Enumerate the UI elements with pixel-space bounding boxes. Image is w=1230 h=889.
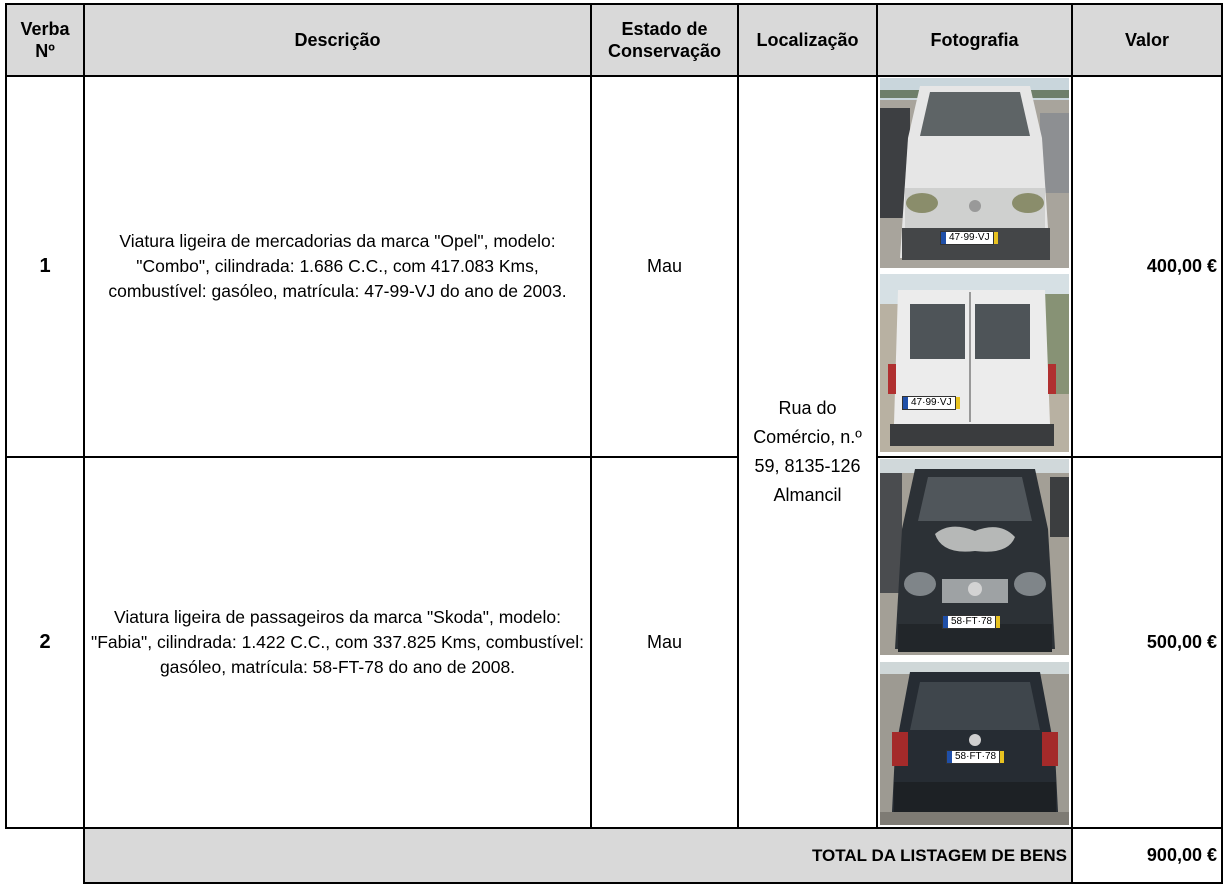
license-plate: 47·99·VJ: [902, 396, 960, 410]
header-valor: Valor: [1071, 3, 1223, 77]
verba-number: 2: [5, 456, 85, 829]
header-localizacao: Localização: [737, 3, 878, 77]
header-verba: Verba Nº: [5, 3, 85, 77]
item-description: Viatura ligeira de mercadorias da marca …: [83, 75, 592, 458]
vehicle-rear-photo: 58·FT·78: [880, 662, 1069, 825]
license-plate: 58·FT·78: [942, 615, 1001, 629]
opel-rear-image: [880, 274, 1069, 452]
item-value: 500,00 €: [1071, 456, 1223, 829]
table-row: 2 Viatura ligeira de passageiros da marc…: [5, 456, 1223, 829]
vehicle-front-photo: 58·FT·78: [880, 459, 1069, 655]
asset-listing-table: Verba Nº Descrição Estado de Conservação…: [5, 3, 1223, 884]
vehicle-rear-photo: 47·99·VJ: [880, 274, 1069, 452]
header-row: Verba Nº Descrição Estado de Conservação…: [5, 3, 1223, 77]
license-plate: 58·FT·78: [946, 750, 1005, 764]
total-row: TOTAL DA LISTAGEM DE BENS 900,00 €: [6, 827, 1223, 884]
photo-cell: 47·99·VJ 47·99·VJ: [876, 75, 1073, 458]
item-value: 400,00 €: [1071, 75, 1223, 458]
item-description: Viatura ligeira de passageiros da marca …: [83, 456, 592, 829]
verba-number: 1: [5, 75, 85, 458]
license-plate: 47·99·VJ: [940, 231, 998, 245]
header-descricao: Descrição: [83, 3, 592, 77]
vehicle-front-photo: 47·99·VJ: [880, 78, 1069, 268]
total-value: 900,00 €: [1071, 827, 1223, 884]
header-fotografia: Fotografia: [876, 3, 1073, 77]
header-estado: Estado de Conservação: [590, 3, 739, 77]
photo-cell: 58·FT·78 58·FT·78: [876, 456, 1073, 829]
table-row: 1 Viatura ligeira de mercadorias da marc…: [5, 75, 1223, 829]
empty-cell: [6, 828, 84, 883]
location: Rua do Comércio, n.º 59, 8135-126 Almanc…: [737, 75, 878, 829]
condition-status: Mau: [590, 75, 739, 458]
condition-status: Mau: [590, 456, 739, 829]
opel-front-image: [880, 78, 1069, 268]
total-label: TOTAL DA LISTAGEM DE BENS: [83, 827, 1073, 884]
skoda-rear-image: [880, 662, 1069, 825]
